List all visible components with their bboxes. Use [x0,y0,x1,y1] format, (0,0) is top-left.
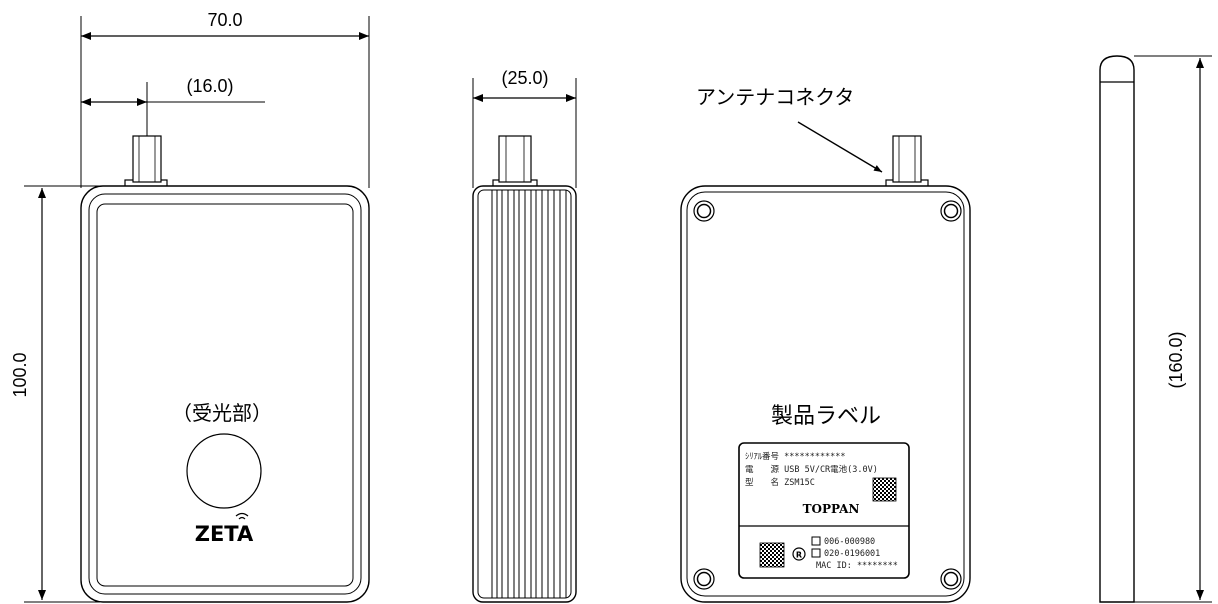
back-case-inner [686,191,965,597]
antenna-dimension-label: (160.0) [1166,331,1186,388]
back-antenna-body [892,135,922,183]
antenna-body [1099,55,1135,603]
antenna-connector-label: アンテナコネクタ [696,85,854,109]
product-label: ｼﾘｱﾙ番号 ************ 電 源 USB 5V/CR電池(3.0V… [738,442,910,579]
antenna-view: (160.0) [1099,55,1212,603]
label-cert-1: 006-000980 [824,537,875,547]
label-model: 型 名 ZSM15C [745,477,815,488]
light-receiver-window [186,433,262,509]
width-dimension-label: 70.0 [207,10,242,30]
front-view: 70.0 (16.0) 100.0 （受光部） ZETA [10,10,370,603]
side-view: (25.0) [472,68,577,603]
product-label-title: 製品ラベル [771,404,881,429]
label-qr-bottom [759,542,785,568]
zeta-signal-icon [235,512,249,520]
depth-dimension-label: (25.0) [501,68,548,88]
label-brand: TOPPAN [803,502,860,516]
back-view: アンテナコネクタ 製品ラベル ｼﾘｱﾙ番号 ************ 電 源 U… [680,85,971,603]
height-dimension-label: 100.0 [10,352,30,397]
label-qr-top [872,477,897,502]
screw-holes [693,200,962,590]
offset-dimension-label: (16.0) [186,76,233,96]
cert-icon-1 [811,536,821,546]
front-case-panel [96,203,354,587]
label-power: 電 源 USB 5V/CR電池(3.0V) [745,464,878,475]
side-antenna-body [498,135,532,183]
side-ribs [477,189,572,599]
cert-mark-icon [792,547,806,561]
front-case-inner [88,193,362,595]
cert-mark-glyph: R [796,551,802,560]
antenna-connector-leader [797,121,883,173]
label-serial: ｼﾘｱﾙ番号 ************ [745,451,846,462]
label-cert-2: 020-0196001 [824,549,880,559]
front-antenna-body [132,135,162,183]
zeta-logo: ZETA [195,522,254,546]
label-mac: MAC ID: ******** [816,561,898,571]
front-case-outer [80,185,370,603]
light-receiver-label: （受光部） [172,401,272,425]
cert-icon-2 [811,548,821,558]
